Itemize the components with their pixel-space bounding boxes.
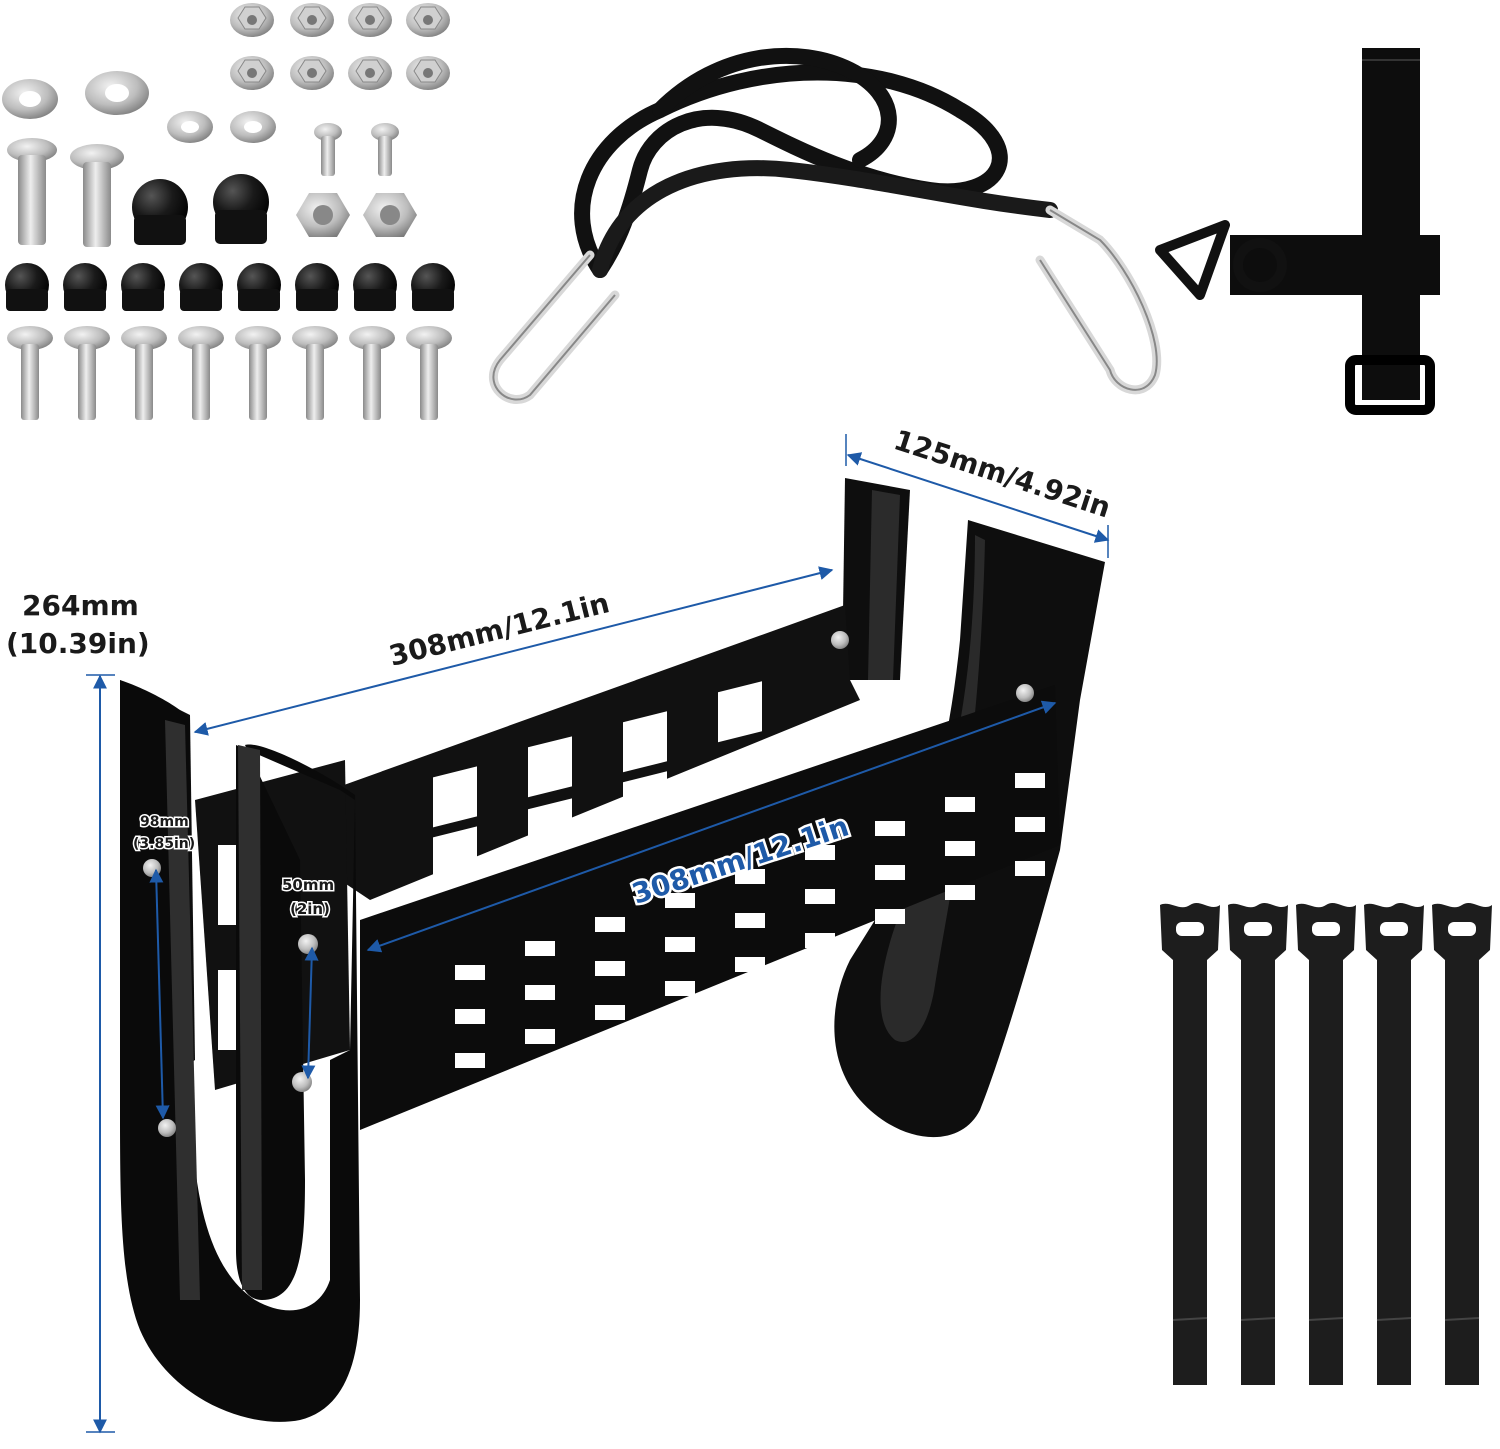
rail-slot [875,821,905,836]
rail-slot [525,1029,555,1044]
bolt-row [7,326,452,420]
flange-nut [348,56,392,90]
flange-nut [230,3,274,37]
hook-loop-strap-icon [1228,902,1288,1385]
rail-slot [455,965,485,980]
hook-loop-strap-icon [1432,902,1492,1385]
bungee-cord-icon [489,47,1162,404]
rail-slot [665,937,695,952]
rail-slot [875,909,905,924]
hole-spacing-b-label: 50mm [282,876,334,894]
hex-nut-icon [296,193,417,237]
rack-bracket-icon [120,478,1105,1422]
small-bolt-icon [314,123,399,176]
bolt [178,326,224,420]
rail-slot [805,933,835,948]
flange-nut-icon [230,3,450,90]
rail-slot [1015,861,1045,876]
bolt [406,326,452,420]
rail-slot [595,917,625,932]
cap-nut [121,263,165,311]
rail-slot [735,913,765,928]
bolt [235,326,281,420]
rail-slot [525,985,555,1000]
washer-icon [2,71,276,143]
rail-slot [1015,817,1045,832]
depth-label: 125mm/4.92in [890,423,1115,524]
bolt [121,326,167,420]
hole-spacing-a-inch-label: (3.85in) [133,836,195,852]
bolt [349,326,395,420]
rail-slot [525,941,555,956]
cap-nut [353,263,397,311]
back-width-label: 308mm/12.1in [386,586,613,673]
rail-slot [665,981,695,996]
bolt [64,326,110,420]
rail-slot [945,885,975,900]
cap-nut [179,263,223,311]
hook-loop-strap-icon [1364,902,1424,1385]
rail-slot [805,889,835,904]
strap-clip-icon [1155,48,1440,415]
cap-nut [295,263,339,311]
cap-nut [5,263,49,311]
dimension-lines [86,434,1110,1434]
cap-nut-row [5,263,455,311]
flange-nut [406,3,450,37]
hardware-kit [2,3,455,420]
rail-slot [1015,773,1045,788]
rail-slot [595,961,625,976]
flange-nut [406,56,450,90]
rail-slot [875,865,905,880]
rail-slot [945,841,975,856]
flange-nut [230,56,274,90]
rail-slot [455,1053,485,1068]
rail-slot [945,797,975,812]
hook-loop-strap-icon [1160,902,1220,1385]
cap-nut-icon [132,174,269,245]
bolt [292,326,338,420]
hook-loop-strap-icon [1296,902,1356,1385]
height-label: 264mm [22,589,139,622]
cap-nut [237,263,281,311]
rail-slot [455,1009,485,1024]
height-inch-label: (10.39in) [6,627,150,660]
flange-nut [290,3,334,37]
large-bolt-icon [7,138,124,247]
hook-loop-straps [1160,902,1492,1385]
flange-nut [348,3,392,37]
bolt [7,326,53,420]
cap-nut [411,263,455,311]
rail-slot [735,957,765,972]
cap-nut [63,263,107,311]
hole-spacing-b-inch-label: (2in) [290,900,330,918]
flange-nut [290,56,334,90]
rail-slot [595,1005,625,1020]
hole-spacing-a-label: 98mm [140,814,189,830]
